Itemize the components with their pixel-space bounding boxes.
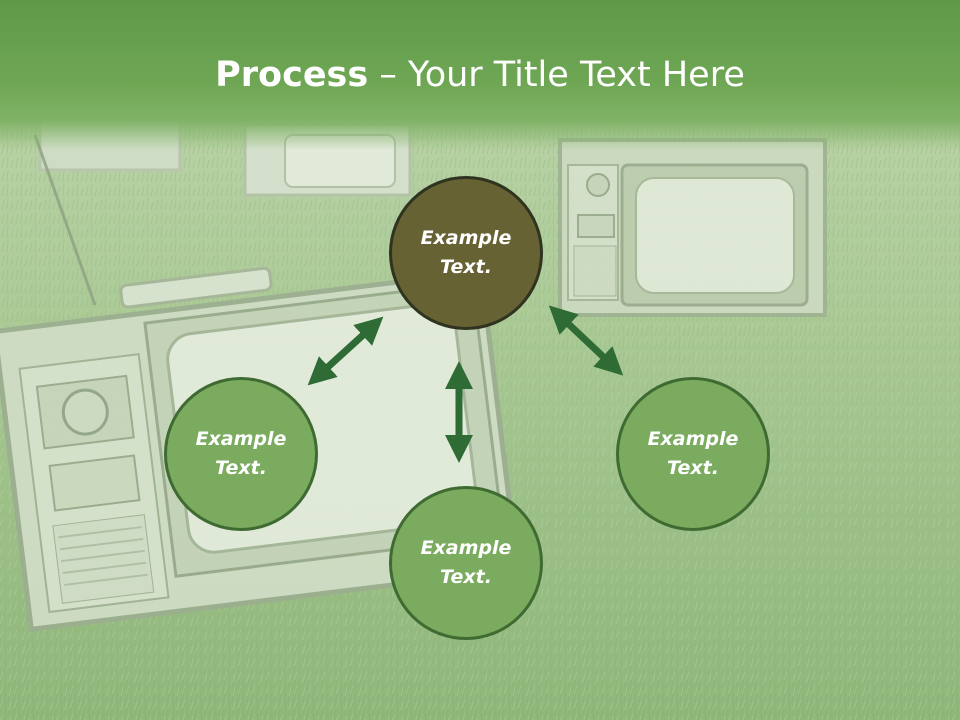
node-right-line1: Example — [647, 428, 739, 450]
node-bottom: Example Text. — [389, 486, 543, 640]
node-bottom-line2: Text. — [440, 566, 492, 588]
node-top-line2: Text. — [440, 256, 492, 278]
slide-title: Process – Your Title Text Here — [0, 52, 960, 98]
node-top-line1: Example — [420, 227, 512, 249]
node-bottom-line1: Example — [420, 537, 512, 559]
node-left-line1: Example — [195, 428, 287, 450]
node-right-line2: Text. — [667, 457, 719, 479]
node-top-center: Example Text. — [389, 176, 543, 330]
title-rest: – Your Title Text Here — [368, 55, 745, 95]
node-right: Example Text. — [616, 377, 770, 531]
node-left-line2: Text. — [215, 457, 267, 479]
title-bold: Process — [215, 55, 369, 95]
node-left: Example Text. — [164, 377, 318, 531]
title-band — [0, 0, 960, 150]
